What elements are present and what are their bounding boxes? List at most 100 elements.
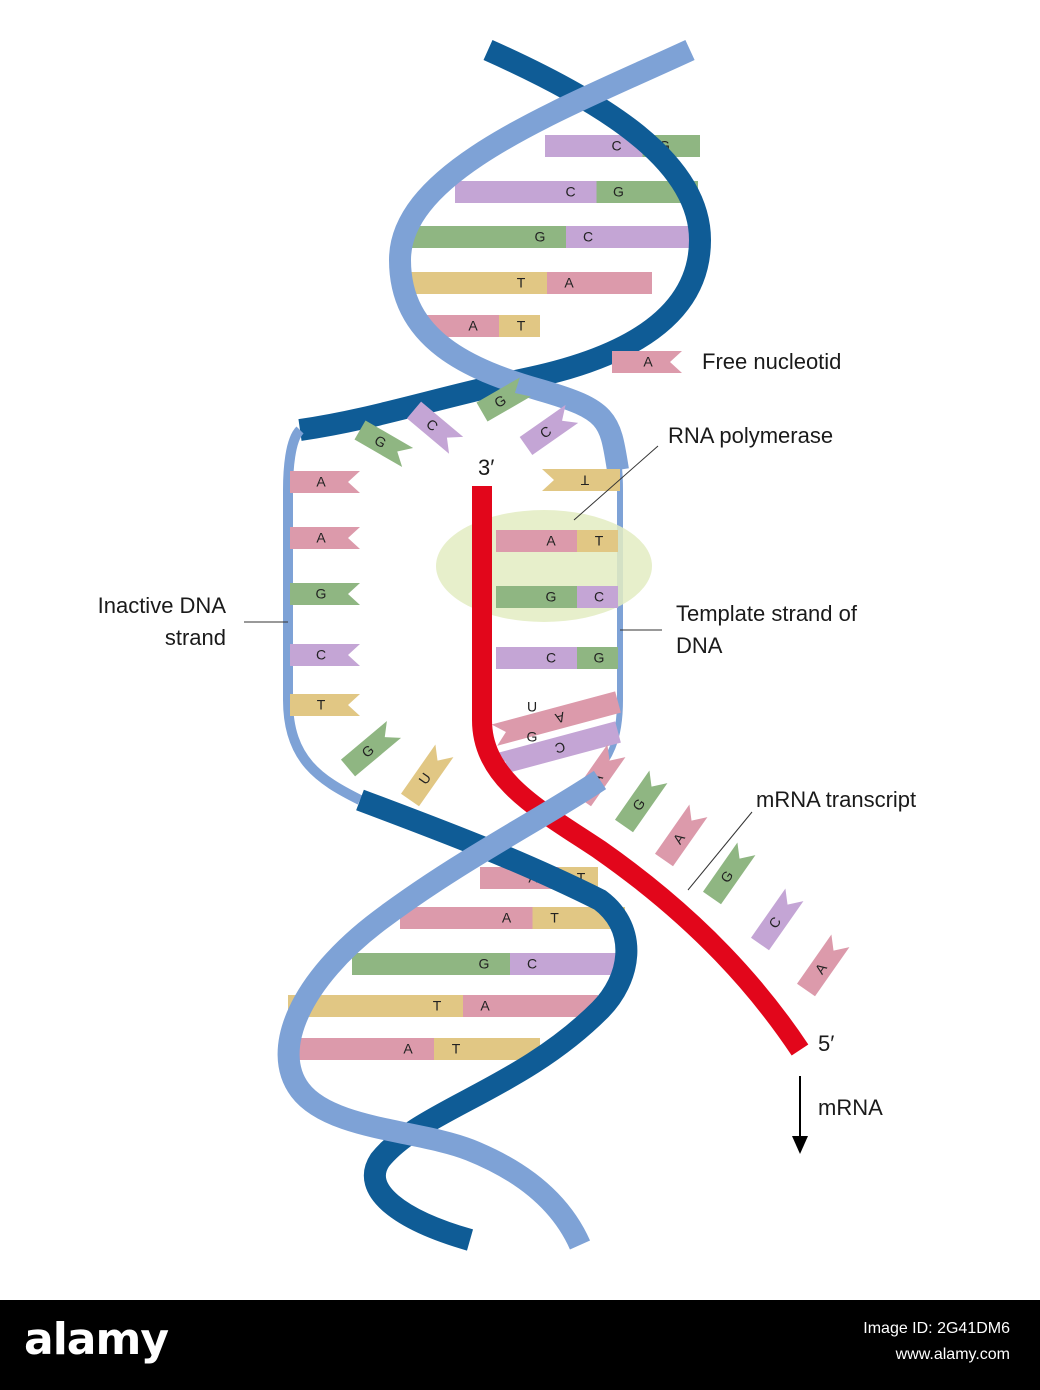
free-nucleotide: C [406, 401, 464, 454]
nucleotide-body [290, 644, 360, 666]
mrna-arrow-head [792, 1136, 808, 1154]
base-C-block [545, 135, 643, 157]
base-letter: C [583, 229, 593, 245]
dna-backbone-light-lower [277, 770, 607, 1250]
polymerase-leader-line [573, 445, 659, 521]
base-A-block [463, 995, 598, 1017]
base-letter: G [594, 650, 605, 666]
base-A-block [288, 1038, 434, 1060]
nucleotide-body [354, 420, 414, 468]
template-strand-text: Template strand of DNA [676, 601, 857, 658]
base-A-block [496, 530, 577, 552]
nucleotide-letter: G [316, 586, 327, 602]
nucleotide-body [476, 377, 531, 422]
base-letter: C [611, 138, 621, 154]
mrna-strand [472, 486, 809, 1056]
inactive-strand-base: G [290, 583, 360, 605]
transcript-base: C [750, 888, 804, 951]
free-nucleotide: G [354, 420, 414, 468]
legend-letter: A [643, 354, 653, 370]
base-letter: T [433, 998, 442, 1014]
dna-backbone-light-upper [388, 40, 695, 472]
nucleotide-body [290, 471, 360, 493]
base-letter: C [594, 589, 604, 605]
transcript-base: A [796, 934, 850, 997]
base-C-block [455, 181, 597, 203]
base-letter: G [613, 184, 624, 200]
base-letter: T [517, 275, 526, 291]
nucleotide-body [491, 721, 621, 776]
base-letter: T [577, 870, 586, 886]
legend-nucleotide: A [612, 351, 682, 373]
inactive-strand-text: Inactive DNA strand [97, 593, 226, 650]
base-letter: T [550, 910, 559, 926]
base-letter: A [502, 910, 512, 926]
base-letter: A [403, 1041, 413, 1057]
pairing-nucleotide: C [491, 721, 621, 776]
nucleotide-body [406, 401, 464, 454]
nucleotide-body [491, 691, 621, 746]
alamy-logo: alamy [24, 1314, 169, 1365]
base-letter: A [468, 318, 478, 334]
base-G-block [577, 647, 618, 669]
inactive-strand-base: T [290, 694, 360, 716]
free-nucleotide: G [476, 377, 531, 422]
mrna-direction-label: mRNA [818, 1095, 883, 1120]
nucleotide-body [519, 404, 579, 456]
free-nucleotide: C [519, 404, 579, 456]
base-letter: A [564, 275, 574, 291]
pairing-letter: U [527, 699, 537, 715]
watermark-footer: alamy Image ID: 2G41DM6 www.alamy.com [0, 1300, 1040, 1390]
base-G-block [496, 586, 577, 608]
base-T-block [402, 272, 547, 294]
base-letter: C [527, 956, 537, 972]
website-line: www.alamy.com [895, 1346, 1010, 1363]
image-id: Image ID: 2G41DM6 www.alamy.com [863, 1316, 1010, 1368]
base-letter: G [535, 229, 546, 245]
transcript-base: A [654, 804, 708, 867]
base-A-block [400, 907, 533, 929]
nucleotide-body [290, 694, 360, 716]
free-nucleotide: G [340, 721, 402, 777]
nucleotide-body [702, 842, 756, 905]
nucleotide-body [750, 888, 804, 951]
base-letter: G [546, 589, 557, 605]
legend-body [612, 351, 682, 373]
base-letter: T [452, 1041, 461, 1057]
nucleotide-letter: T [580, 472, 589, 488]
nucleotide-body [290, 527, 360, 549]
inactive-strand-backbone [283, 426, 363, 805]
inactive-strand-base: A [290, 471, 360, 493]
inactive-strand-base: A [290, 527, 360, 549]
transcript-base: G [614, 770, 668, 833]
nucleotide-letter: C [553, 739, 567, 757]
image-id-line: Image ID: 2G41DM6 [863, 1320, 1010, 1337]
inactive-strand-base: C [290, 644, 360, 666]
base-letter: T [595, 533, 604, 549]
dna-backbone-dark-lower [356, 789, 638, 1251]
base-letter: C [546, 650, 556, 666]
base-C-block [496, 647, 577, 669]
base-letter: G [479, 956, 490, 972]
base-C-block [510, 953, 628, 975]
base-G-block [402, 226, 566, 248]
nucleotide-body [654, 804, 708, 867]
dna-backbone-dark-upper [298, 39, 712, 441]
template-base: T [542, 469, 620, 491]
mrna-transcript-label: mRNA transcript [756, 787, 917, 812]
nucleotide-body [796, 934, 850, 997]
base-T-block [288, 995, 463, 1017]
three-prime-label: 3′ [478, 455, 495, 480]
transcript-base: G [702, 842, 756, 905]
nucleotide-letter: A [316, 474, 326, 490]
